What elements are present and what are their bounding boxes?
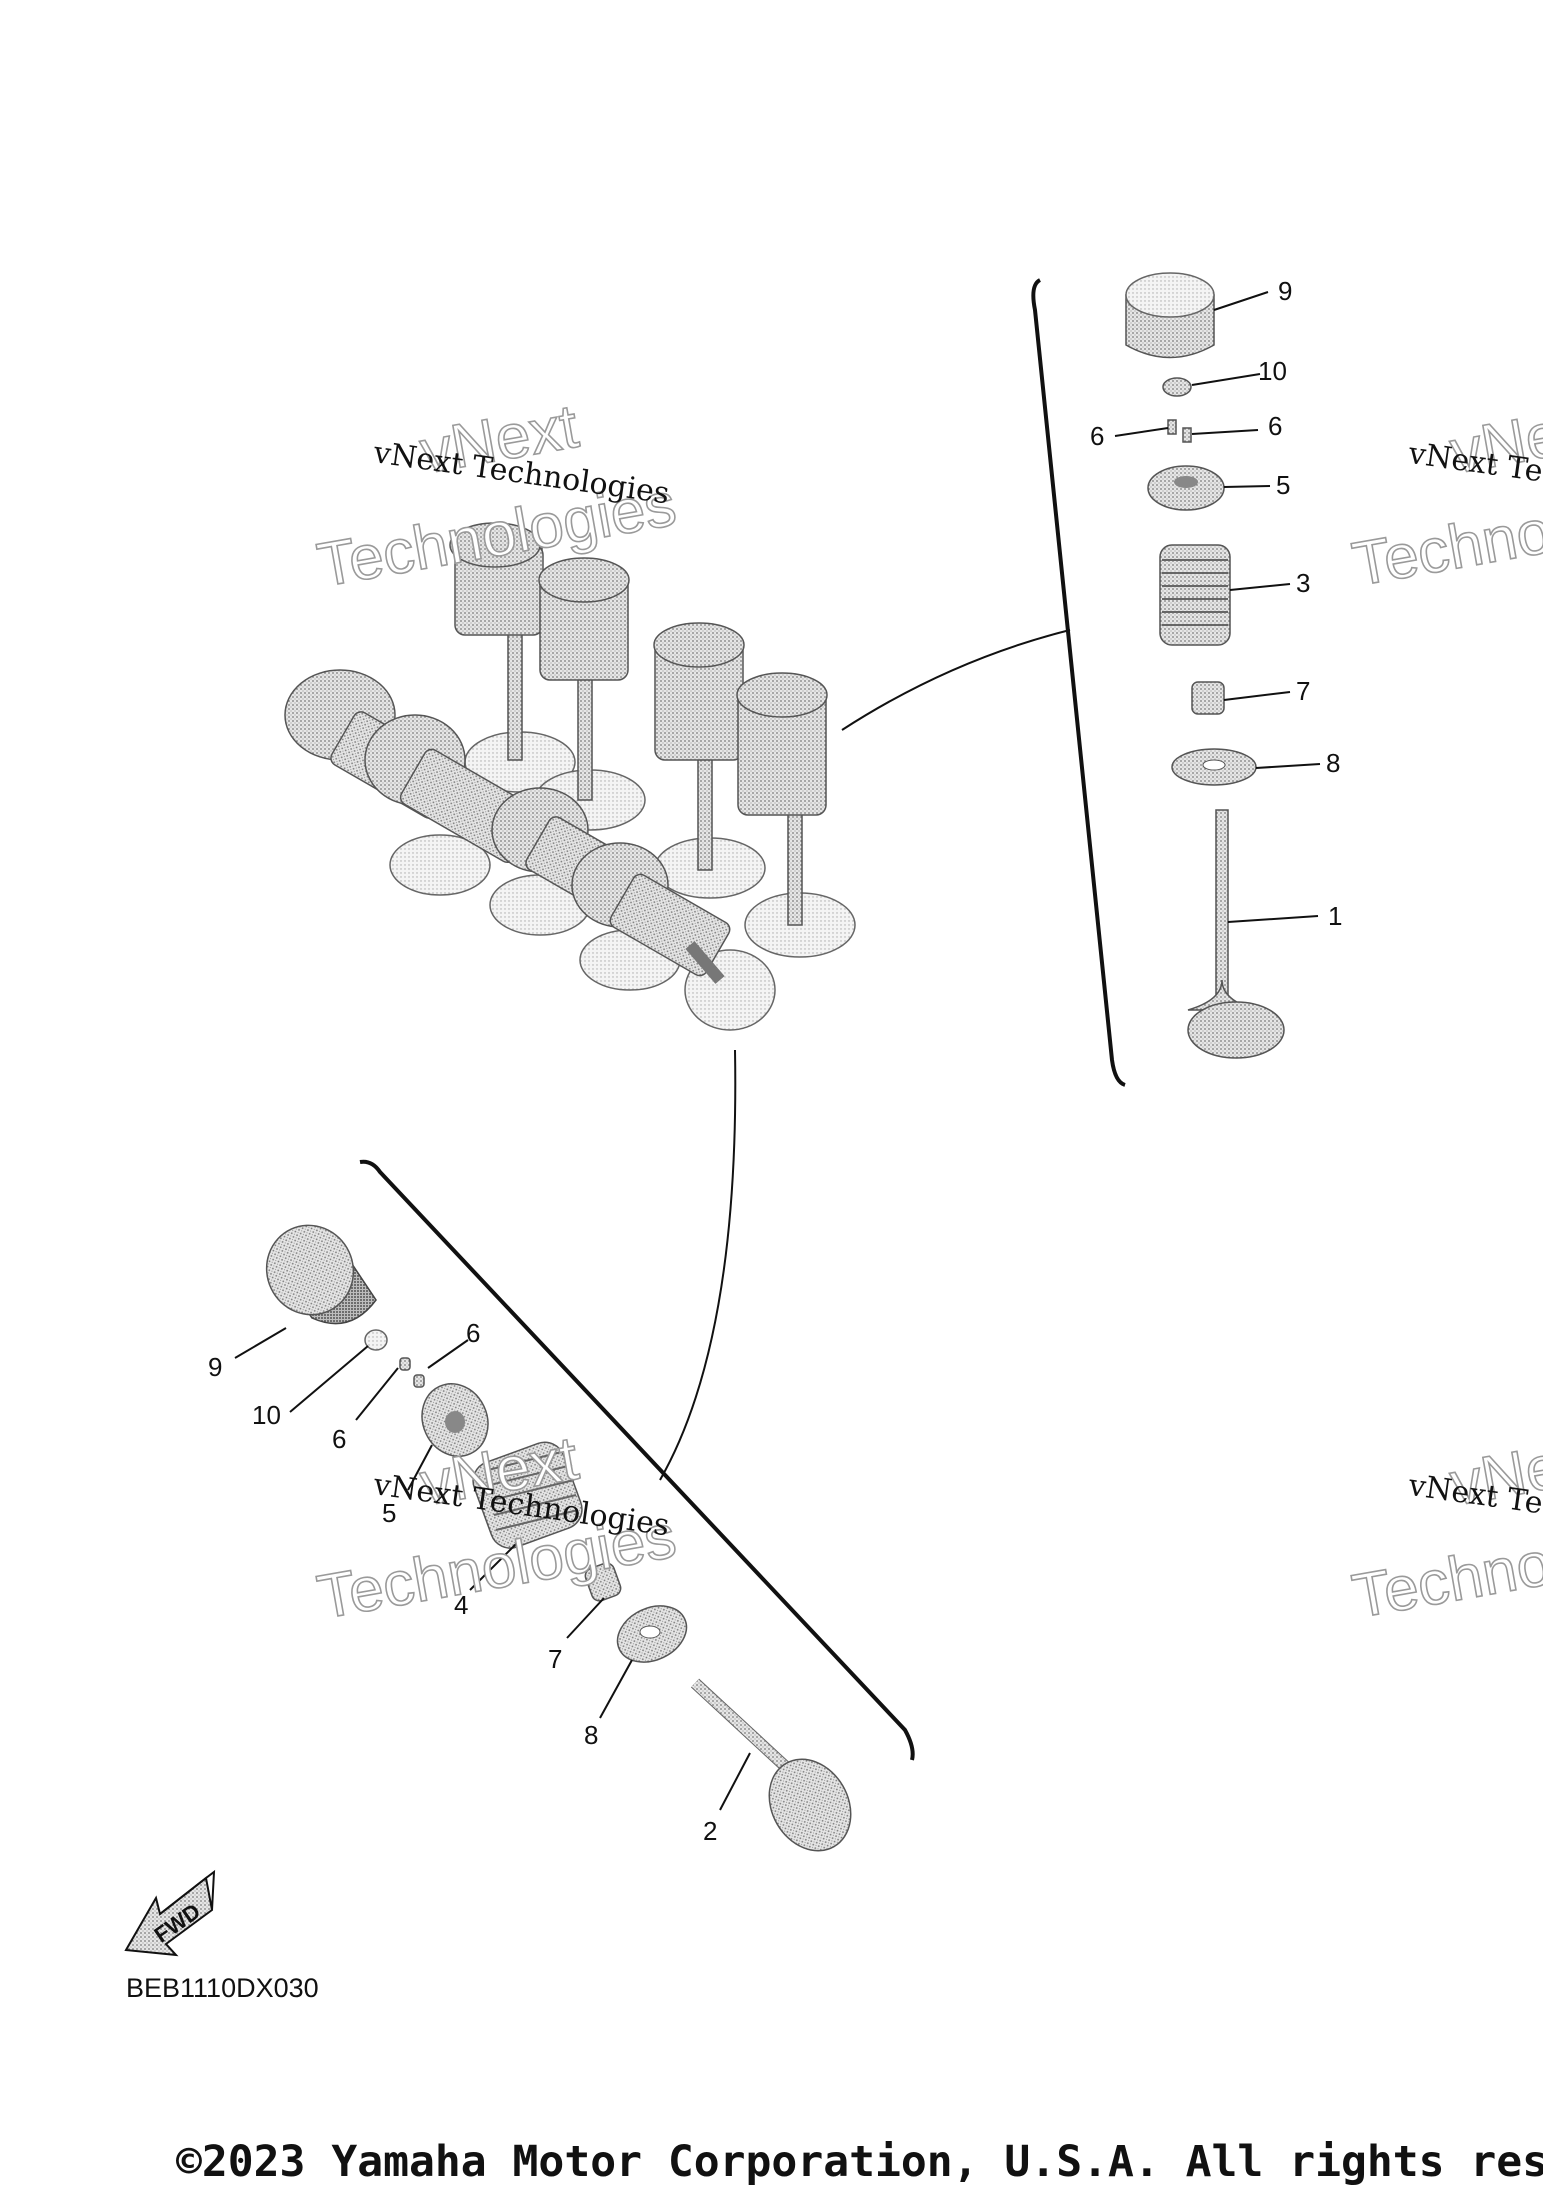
valve-cluster-assembly [284, 522, 856, 1031]
svg-text:Technologies: Technologies [1348, 469, 1543, 600]
lower-callout-6-b: 6 [466, 1318, 480, 1348]
watermark-lower-right: vNext Technologies vNext Technologies [1347, 1423, 1543, 1632]
lower-callout-2: 2 [703, 1816, 717, 1846]
fwd-arrow-icon: FWD [124, 1869, 216, 1957]
lower-connector-curve [659, 1049, 737, 1481]
lower-part-10-shim [364, 1329, 388, 1351]
upper-callout-1: 1 [1328, 901, 1342, 931]
svg-text:Technologies: Technologies [1348, 1501, 1543, 1632]
lower-callout-6-a: 6 [332, 1424, 346, 1454]
upper-part-10-shim [1162, 377, 1192, 397]
lower-part-7-stem-seal [584, 1562, 622, 1602]
cluster-valve-4 [736, 672, 856, 958]
upper-callout-6-left: 6 [1090, 421, 1104, 451]
lower-callout-4: 4 [454, 1590, 468, 1620]
lower-part-2-exhaust-valve [690, 1678, 852, 1852]
cluster-valve-3 [653, 622, 766, 899]
upper-part-7-stem-seal [1191, 681, 1225, 715]
upper-detail-panel: 9 10 6 6 5 3 7 8 1 [1031, 272, 1342, 1087]
upper-part-6-cotter-left [1167, 419, 1177, 435]
upper-part-5-retainer [1147, 465, 1225, 511]
lower-callout-8: 8 [584, 1720, 598, 1750]
lower-part-9-bucket [265, 1224, 377, 1325]
cluster-valve-8 [571, 842, 776, 1031]
lower-part-5-retainer [421, 1383, 489, 1457]
upper-callout-10: 10 [1258, 356, 1287, 386]
upper-part-8-spring-seat [1171, 748, 1257, 786]
upper-part-9-bucket [1125, 272, 1215, 359]
lower-part-8-spring-seat [616, 1605, 688, 1663]
upper-callout-9: 9 [1278, 276, 1292, 306]
lower-callout-5: 5 [382, 1498, 396, 1528]
upper-connector-curve [841, 629, 1071, 731]
upper-callout-6-right: 6 [1268, 411, 1282, 441]
upper-bracket [1031, 278, 1126, 1087]
copyright-notice: ©2023 Yamaha Motor Corporation, U.S.A. A… [176, 2137, 1543, 2185]
lower-callout-9: 9 [208, 1352, 222, 1382]
upper-callout-8: 8 [1326, 748, 1340, 778]
upper-part-6-cotter-right [1182, 427, 1192, 443]
lower-bracket [359, 1159, 915, 1761]
upper-part-1-intake-valve [1187, 809, 1285, 1059]
watermark-upper-right: vNext Technologies vNext Technologies [1347, 391, 1543, 600]
lower-callout-10: 10 [252, 1400, 281, 1430]
lower-detail-panel: 9 10 6 6 5 4 7 8 2 [208, 1159, 915, 1852]
lower-part-6-cotter-a [399, 1357, 411, 1371]
lower-part-4-spring [472, 1441, 583, 1549]
watermark-upper-left: vNext Technologies vNext Technologies [312, 391, 682, 601]
diagram-code: BEB1110DX030 [126, 1973, 319, 2003]
upper-callout-5: 5 [1276, 470, 1290, 500]
upper-callout-3: 3 [1296, 568, 1310, 598]
upper-callout-7: 7 [1296, 676, 1310, 706]
upper-part-3-spring [1159, 544, 1231, 646]
lower-part-6-cotter-b [413, 1374, 425, 1388]
lower-callout-7: 7 [548, 1644, 562, 1674]
